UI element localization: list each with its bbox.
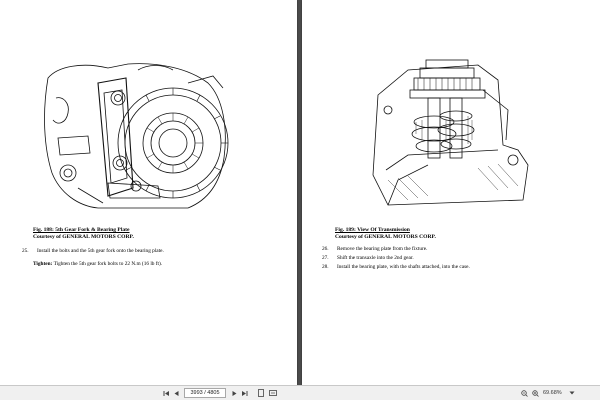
tighten-note: Tighten: Tighten the 5th gear fork bolts… [33,261,162,267]
next-page-icon [232,390,236,396]
instruction-step: 25. Install the bolts and the 5th gear f… [22,248,282,255]
step-number: 27. [322,255,329,261]
instruction-step: 27. Shift the transaxle into the 2nd gea… [322,255,592,262]
first-page-button[interactable] [162,388,170,398]
last-page-icon [241,390,247,396]
zoom-in-icon [532,389,539,397]
fit-width-icon [269,390,277,396]
first-page-icon [163,390,169,396]
figure-5th-gear-fork-illustration [44,63,229,209]
document-viewer[interactable]: Fig. 188: 5th Gear Fork & Bearing Plate … [0,0,600,385]
step-number: 26. [322,246,329,252]
fit-page-icon [258,389,264,397]
tighten-label: Tighten: [33,261,53,267]
zoom-out-button[interactable] [520,388,529,398]
figure-credit: Courtesy of GENERAL MOTORS CORP. [335,233,436,240]
figure-title: Fig. 188: 5th Gear Fork & Bearing Plate [33,227,130,233]
figure-title: Fig. 189: View Of Transmission [335,227,410,233]
zoom-dropdown-icon [569,391,575,395]
tighten-text: Tighten the 5th gear fork bolts to 22 N.… [53,261,163,267]
previous-page-icon [174,390,178,396]
step-number: 25. [22,248,29,254]
step-text: Install the bolts and the 5th gear fork … [37,248,164,254]
previous-page-button[interactable] [172,388,180,398]
instruction-step: 26. Remove the bearing plate from the fi… [322,246,592,253]
figure-caption: Fig. 189: View Of Transmission Courtesy … [335,227,555,240]
step-text: Remove the bearing plate from the fixtur… [337,246,428,252]
figure-transmission-illustration [372,59,529,206]
fit-page-button[interactable] [256,388,266,398]
figure-credit: Courtesy of GENERAL MOTORS CORP. [33,233,134,240]
zoom-out-icon [521,389,528,397]
instruction-step: 28. Install the bearing plate, with the … [322,264,592,271]
step-text: Shift the transaxle into the 2nd gear. [337,255,414,261]
step-number: 28. [322,264,329,270]
zoom-level[interactable]: 69.68% [543,390,562,396]
viewer-toolbar: 3993 / 4805 69.68% [0,385,600,400]
document-page-left: Fig. 188: 5th Gear Fork & Bearing Plate … [0,0,297,385]
last-page-button[interactable] [240,388,248,398]
step-text: Install the bearing plate, with the shaf… [337,264,470,270]
page-number-input[interactable]: 3993 / 4805 [184,388,226,398]
document-page-right: Fig. 189: View Of Transmission Courtesy … [302,0,600,385]
fit-width-button[interactable] [268,388,278,398]
figure-caption: Fig. 188: 5th Gear Fork & Bearing Plate … [33,227,233,240]
next-page-button[interactable] [230,388,238,398]
zoom-in-button[interactable] [531,388,540,398]
zoom-dropdown-button[interactable] [568,388,576,398]
